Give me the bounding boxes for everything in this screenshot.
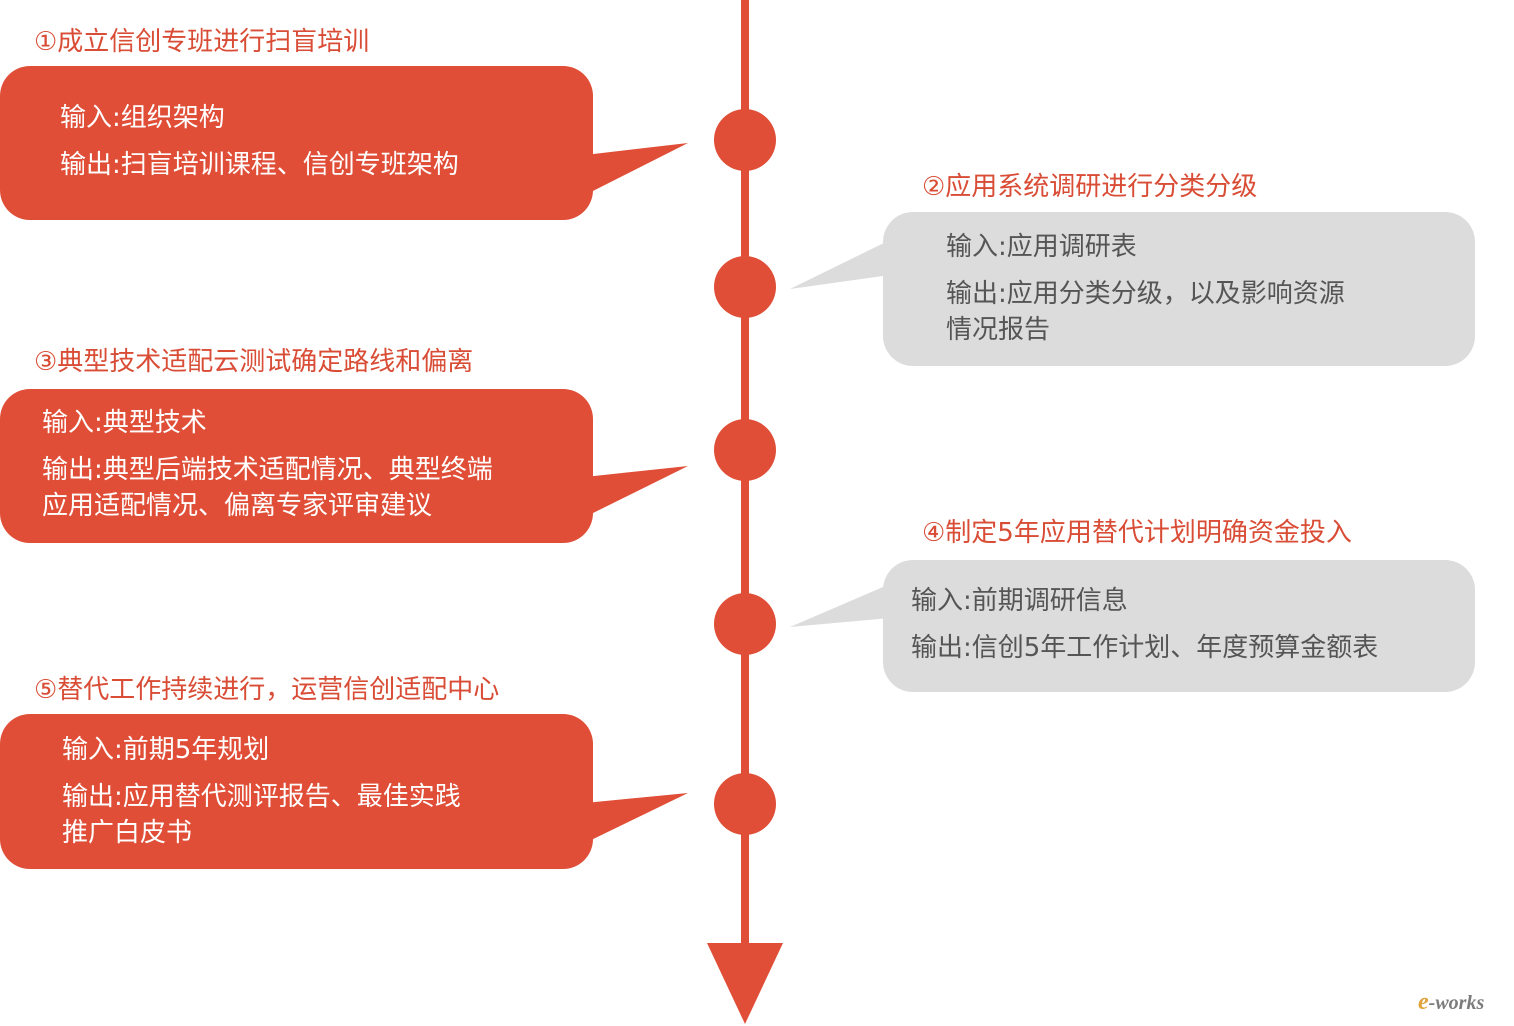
step-1-title: ①成立信创专班进行扫盲培训 xyxy=(34,27,370,57)
step-1-body: 输入:组织架构 输出:扫盲培训课程、信创专班架构 xyxy=(60,100,459,183)
step-3-output-line-2: 应用适配情况、偏离专家评审建议 xyxy=(42,491,433,521)
step-3-output-line-1: 输出:典型后端技术适配情况、典型终端 xyxy=(42,455,493,485)
step-4-output-line-1: 输出:信创5年工作计划、年度预算金额表 xyxy=(911,633,1379,663)
step-4-bubble xyxy=(790,560,1475,692)
step-2-input: 输入:应用调研表 xyxy=(946,232,1137,262)
timeline-node-1 xyxy=(714,109,776,171)
timeline-node-2 xyxy=(714,256,776,318)
eworks-logo: e-works xyxy=(1418,988,1484,1017)
timeline-node-3 xyxy=(714,419,776,481)
step-3-bubble xyxy=(0,389,688,543)
step-2-bubble xyxy=(790,212,1475,366)
step-3-title: ③典型技术适配云测试确定路线和偏离 xyxy=(34,347,474,377)
step-3-input: 输入:典型技术 xyxy=(42,408,207,438)
step-3-body: 输入:典型技术 输出:典型后端技术适配情况、典型终端 应用适配情况、偏离专家评审… xyxy=(42,405,493,524)
step-1-output-line-1: 输出:扫盲培训课程、信创专班架构 xyxy=(60,150,459,180)
step-2-title: ②应用系统调研进行分类分级 xyxy=(922,172,1258,202)
step-2-output-line-1: 输出:应用分类分级，以及影响资源 xyxy=(946,279,1345,309)
timeline-node-5 xyxy=(714,773,776,835)
step-2-body: 输入:应用调研表 输出:应用分类分级，以及影响资源 情况报告 xyxy=(946,229,1345,348)
step-1-input: 输入:组织架构 xyxy=(60,103,225,133)
step-5-output-line-2: 推广白皮书 xyxy=(62,818,193,848)
logo-mark: e xyxy=(1418,989,1429,1015)
step-5-title: ⑤替代工作持续进行，运营信创适配中心 xyxy=(34,675,500,705)
step-5-body: 输入:前期5年规划 输出:应用替代测评报告、最佳实践 推广白皮书 xyxy=(62,732,461,851)
logo-wordmark: -works xyxy=(1428,992,1485,1014)
step-4-title: ④制定5年应用替代计划明确资金投入 xyxy=(922,518,1352,548)
timeline-arrowhead xyxy=(707,943,783,1024)
timeline-node-4 xyxy=(714,593,776,655)
step-5-output-line-1: 输出:应用替代测评报告、最佳实践 xyxy=(62,782,461,812)
step-2-output-line-2: 情况报告 xyxy=(946,315,1051,345)
step-5-bubble xyxy=(0,714,688,869)
step-4-input: 输入:前期调研信息 xyxy=(911,586,1128,616)
step-1-bubble xyxy=(0,66,688,220)
step-4-body: 输入:前期调研信息 输出:信创5年工作计划、年度预算金额表 xyxy=(911,583,1378,666)
step-5-input: 输入:前期5年规划 xyxy=(62,735,270,765)
